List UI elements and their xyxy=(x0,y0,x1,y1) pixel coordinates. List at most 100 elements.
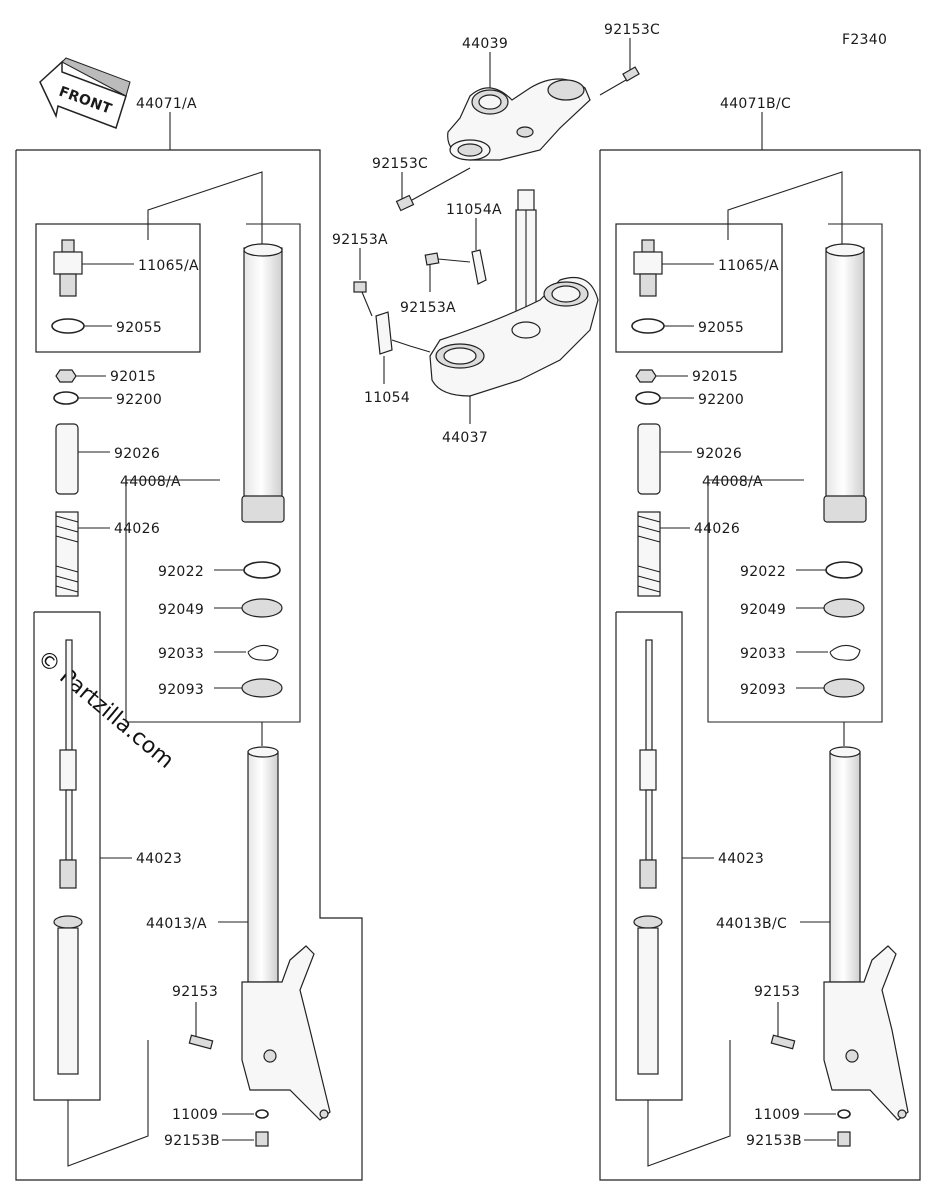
label-92153c-top: 92153C xyxy=(604,22,660,38)
label-92153a-left: 92153A xyxy=(332,232,388,248)
left-ring-92022 xyxy=(243,561,281,579)
label-44039: 44039 xyxy=(462,36,508,52)
upper-triple-clamp xyxy=(447,78,591,161)
right-damper-box xyxy=(615,611,683,1101)
label-left-92153: 92153 xyxy=(172,984,218,1000)
left-collar-92026 xyxy=(55,423,79,495)
label-44037: 44037 xyxy=(442,430,488,446)
right-cylinder xyxy=(633,915,663,1075)
label-right-11009: 11009 xyxy=(754,1107,800,1123)
left-spring-44026 xyxy=(55,511,79,597)
label-left-92026: 92026 xyxy=(114,446,160,462)
left-oring-92055 xyxy=(51,318,85,334)
leader-right-cap-group xyxy=(727,171,843,248)
label-right-92033: 92033 xyxy=(740,646,786,662)
label-left-92153b: 92153B xyxy=(164,1133,220,1149)
label-left-44008: 44008/A xyxy=(120,474,181,490)
bracket-11054 xyxy=(375,311,431,355)
label-left-92093: 92093 xyxy=(158,682,204,698)
label-left-44026: 44026 xyxy=(114,521,160,537)
right-inner-tube xyxy=(823,243,867,523)
label-left-92022: 92022 xyxy=(158,564,204,580)
left-fork-assembly: 44071/A 11065/A 92055 92015 92200 92026 … xyxy=(15,96,363,1181)
right-seal-92049 xyxy=(823,598,865,618)
right-fork-assembly: 44071B/C 11065/A 92055 92015 92200 92026… xyxy=(599,96,921,1181)
right-ring-92022 xyxy=(825,561,863,579)
right-spring-44026 xyxy=(637,511,661,597)
label-right-44008: 44008/A xyxy=(702,474,763,490)
label-left-92055: 92055 xyxy=(116,320,162,336)
label-left-11009: 11009 xyxy=(172,1107,218,1123)
left-inner-tube xyxy=(241,243,285,523)
left-fork-cap xyxy=(53,239,83,297)
label-right-92093: 92093 xyxy=(740,682,786,698)
right-seal-box xyxy=(707,223,883,723)
label-right-44023: 44023 xyxy=(718,851,764,867)
steering-stem xyxy=(515,189,537,321)
label-right-92026: 92026 xyxy=(696,446,742,462)
label-44071-a: 44071/A xyxy=(136,96,197,112)
label-92153a-mid: 92153A xyxy=(400,300,456,316)
label-right-92200: 92200 xyxy=(698,392,744,408)
right-damper-rod xyxy=(639,639,657,889)
right-collar-92026 xyxy=(637,423,661,495)
label-11054a: 11054A xyxy=(446,202,502,218)
label-right-92153b: 92153B xyxy=(746,1133,802,1149)
bracket-11054a xyxy=(471,249,487,285)
label-right-44013: 44013B/C xyxy=(716,916,787,932)
label-left-44023: 44023 xyxy=(136,851,182,867)
label-right-92049: 92049 xyxy=(740,602,786,618)
front-arrow-icon: FRONT xyxy=(39,57,131,129)
right-washer-92200 xyxy=(635,391,661,405)
right-outer-tube xyxy=(823,746,909,1121)
bolt-92153a-left xyxy=(353,281,373,317)
left-washer-92200 xyxy=(53,391,79,405)
right-outer-frame xyxy=(599,149,921,1181)
lower-triple-clamp xyxy=(429,276,599,397)
label-92153c-mid: 92153C xyxy=(372,156,428,172)
left-clip-92033 xyxy=(247,644,279,661)
label-right-92055: 92055 xyxy=(698,320,744,336)
leader-left-cap-group xyxy=(147,171,263,248)
left-gasket-11009 xyxy=(255,1109,269,1119)
label-right-92153: 92153 xyxy=(754,984,800,1000)
label-11054: 11054 xyxy=(364,390,410,406)
leader-right-damper-bottom xyxy=(647,1040,731,1167)
label-left-11065: 11065/A xyxy=(138,258,199,274)
left-cap-box xyxy=(35,223,201,353)
bolt-92153c-mid xyxy=(395,167,471,212)
label-left-44013: 44013/A xyxy=(146,916,207,932)
left-damper-rod xyxy=(59,639,77,889)
leader-left-damper-bottom xyxy=(67,1040,149,1167)
left-damper-box xyxy=(33,611,101,1101)
left-outer-frame xyxy=(15,149,363,1181)
label-44071-bc: 44071B/C xyxy=(720,96,791,112)
label-left-92033: 92033 xyxy=(158,646,204,662)
bolt-92153c-top xyxy=(599,66,640,96)
label-left-92049: 92049 xyxy=(158,602,204,618)
right-fork-cap xyxy=(633,239,663,297)
label-left-92015: 92015 xyxy=(110,369,156,385)
left-cylinder xyxy=(53,915,83,1075)
left-bolt-92153 xyxy=(188,1034,214,1050)
label-right-92022: 92022 xyxy=(740,564,786,580)
watermark: © Partzilla.com xyxy=(32,645,178,773)
left-bolt-92153b xyxy=(255,1131,269,1147)
left-seal-box xyxy=(125,223,301,723)
right-bolt-92153 xyxy=(770,1034,796,1050)
label-right-92015: 92015 xyxy=(692,369,738,385)
label-right-11065: 11065/A xyxy=(718,258,779,274)
right-seal-92093 xyxy=(823,678,865,698)
right-bolt-92153b xyxy=(837,1131,851,1147)
bolt-92153a-mid xyxy=(424,252,471,266)
right-cap-box xyxy=(615,223,783,353)
left-nut-92015 xyxy=(55,369,77,383)
right-clip-92033 xyxy=(829,644,861,661)
right-oring-92055 xyxy=(631,318,665,334)
right-gasket-11009 xyxy=(837,1109,851,1119)
label-right-44026: 44026 xyxy=(694,521,740,537)
left-seal-92093 xyxy=(241,678,283,698)
label-left-92200: 92200 xyxy=(116,392,162,408)
left-seal-92049 xyxy=(241,598,283,618)
